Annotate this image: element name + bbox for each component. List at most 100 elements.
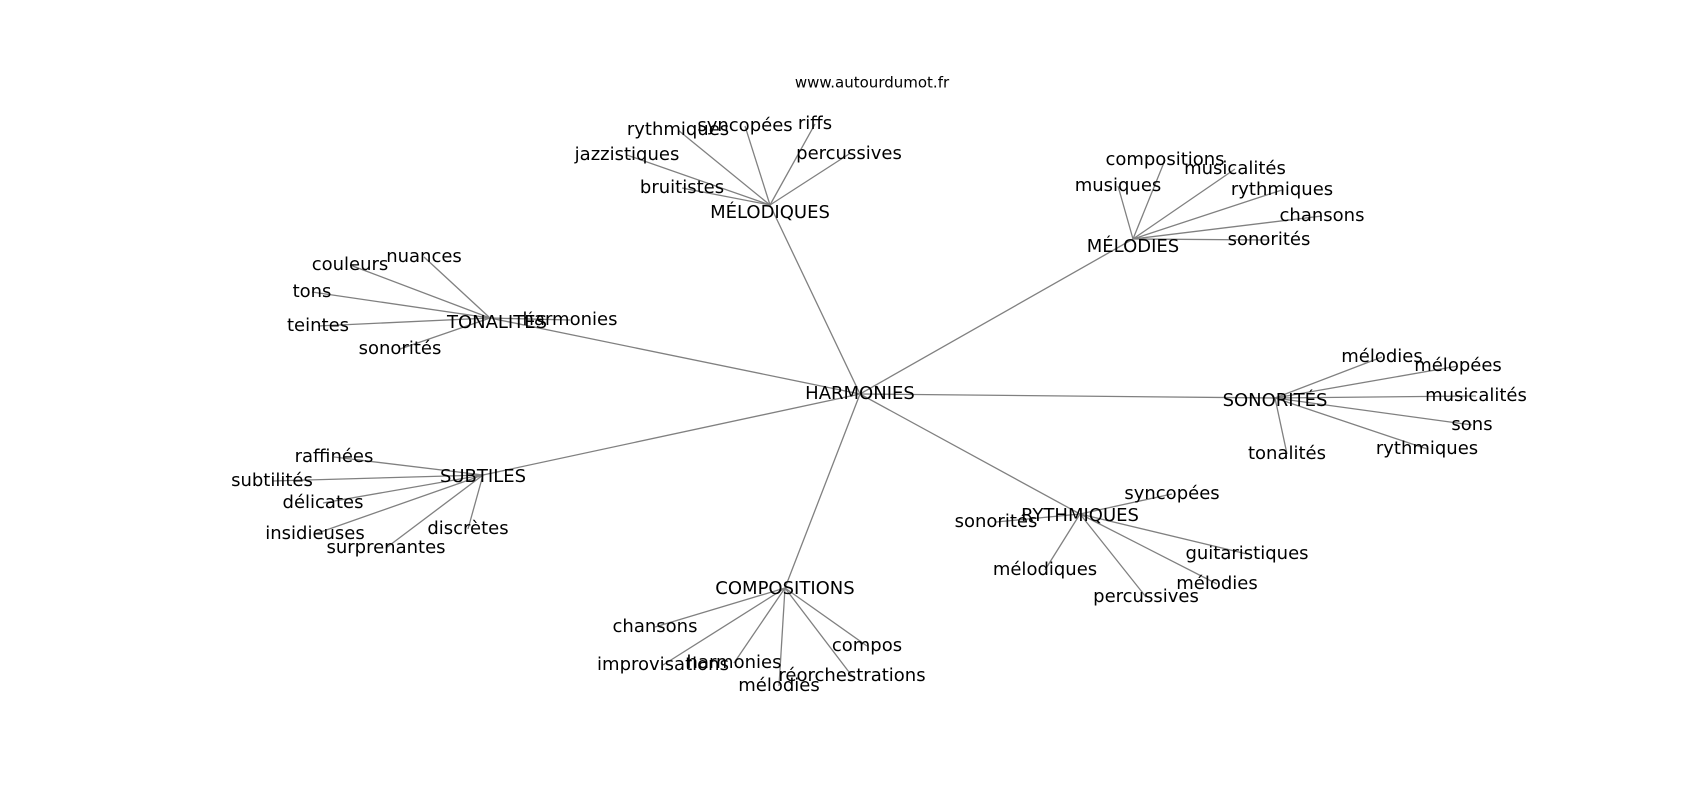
- edge-hub-to-word: [1274, 395, 1477, 399]
- edge-hub-to-word: [1274, 397, 1288, 455]
- edge-center-to-hub: [859, 393, 1081, 515]
- leaf-word-label: délicates: [283, 492, 364, 513]
- leaf-word-label: rythmiques: [1231, 179, 1333, 200]
- leaf-word-label: discrètes: [427, 518, 508, 539]
- leaf-word-label: nuances: [386, 246, 462, 267]
- edge-hub-to-word: [784, 587, 853, 677]
- edge-hub-to-word: [467, 474, 484, 530]
- edge-center-to-hub: [859, 393, 1276, 399]
- edge-hub-to-word: [1132, 189, 1283, 240]
- hub-node-label: RYTHMIQUES: [1021, 505, 1139, 526]
- edge-hub-to-word: [311, 291, 491, 319]
- edge-hub-to-word: [654, 587, 786, 628]
- edge-hub-to-word: [271, 474, 484, 482]
- edge-hub-to-word: [423, 256, 491, 319]
- edge-hub-to-word: [489, 317, 571, 321]
- leaf-word-label: sons: [1451, 414, 1492, 435]
- leaf-word-label: raffinées: [295, 446, 374, 467]
- leaf-word-label: mélodies: [1176, 573, 1258, 594]
- edge-hub-to-word: [677, 129, 771, 206]
- leaf-word-label: mélodies: [1341, 346, 1423, 367]
- leaf-word-label: musicalités: [1184, 158, 1286, 179]
- edge-hub-to-word: [399, 317, 491, 350]
- edge-center-to-hub: [859, 238, 1134, 395]
- leaf-word-label: harmonies: [687, 652, 782, 673]
- leaf-word-label: chansons: [613, 616, 698, 637]
- leaf-word-label: bruitistes: [640, 177, 724, 198]
- edge-hub-to-word: [769, 123, 816, 206]
- edge-hub-to-word: [1117, 185, 1134, 240]
- edge-hub-to-word: [1132, 159, 1166, 240]
- leaf-word-label: musicalités: [1425, 385, 1527, 406]
- leaf-word-label: mélodiques: [993, 559, 1097, 580]
- edge-center-to-hub: [482, 393, 861, 476]
- edge-hub-to-word: [314, 474, 484, 535]
- leaf-word-label: sonorités: [359, 338, 442, 359]
- graph-edges: [271, 123, 1477, 687]
- leaf-word-label: mélodies: [738, 675, 820, 696]
- leaf-word-label: rythmiques: [1376, 438, 1478, 459]
- edge-hub-to-word: [349, 264, 491, 319]
- edge-hub-to-word: [778, 587, 786, 687]
- leaf-word-label: rythmiques: [627, 119, 729, 140]
- leaf-word-label: réorchestrations: [778, 665, 925, 686]
- leaf-word-label: riffs: [798, 113, 832, 134]
- leaf-word-label: percussives: [796, 143, 902, 164]
- edge-hub-to-word: [1132, 215, 1323, 240]
- leaf-word-label: sonorités: [955, 511, 1038, 532]
- edge-hub-to-word: [995, 513, 1081, 523]
- leaf-word-label: teintes: [287, 315, 349, 336]
- edge-hub-to-word: [333, 456, 484, 476]
- edge-hub-to-word: [1079, 513, 1248, 555]
- leaf-word-label: tonalités: [1248, 443, 1326, 464]
- leaf-word-label: percussives: [1093, 586, 1199, 607]
- edge-hub-to-word: [317, 317, 491, 327]
- edge-hub-to-word: [1274, 365, 1459, 399]
- edge-hub-to-word: [744, 125, 771, 206]
- edge-hub-to-word: [1274, 356, 1383, 399]
- leaf-word-label: jazzistiques: [574, 144, 680, 165]
- edge-hub-to-word: [784, 587, 868, 647]
- leaf-word-label: harmonies: [523, 309, 618, 330]
- edge-hub-to-word: [681, 187, 771, 206]
- edge-hub-to-word: [1132, 168, 1236, 240]
- edge-hub-to-word: [1044, 513, 1081, 571]
- hub-node-label: SUBTILES: [440, 466, 526, 487]
- hub-node-label: TONALITÉS: [446, 311, 547, 333]
- leaf-word-label: insidieuses: [265, 523, 365, 544]
- leaf-word-label: couleurs: [312, 254, 389, 275]
- leaf-word-label: compos: [832, 635, 902, 656]
- edge-hub-to-word: [385, 474, 484, 549]
- hub-node-label: SONORITÉS: [1223, 389, 1328, 411]
- graph-labels: www.autourdumot.fr HARMONIES MÉLODIQUESr…: [231, 74, 1527, 697]
- leaf-word-label: tons: [293, 281, 332, 302]
- leaf-word-label: guitaristiques: [1185, 543, 1308, 564]
- hub-node-label: COMPOSITIONS: [715, 578, 854, 599]
- edge-center-to-hub: [489, 317, 861, 395]
- edge-center-to-hub: [784, 393, 861, 589]
- edge-hub-to-word: [626, 154, 771, 206]
- leaf-word-label: subtilités: [231, 470, 313, 491]
- source-url: www.autourdumot.fr: [795, 74, 950, 92]
- edge-center-to-hub: [769, 204, 861, 395]
- leaf-word-label: compositions: [1105, 149, 1224, 170]
- leaf-word-label: chansons: [1280, 205, 1365, 226]
- hub-node-label: MÉLODIQUES: [710, 201, 830, 223]
- edge-hub-to-word: [322, 474, 484, 504]
- edge-hub-to-word: [769, 153, 850, 206]
- leaf-word-label: surprenantes: [326, 537, 445, 558]
- leaf-word-label: musiques: [1075, 175, 1162, 196]
- hub-node-label: MÉLODIES: [1087, 235, 1179, 257]
- edge-hub-to-word: [1274, 397, 1428, 450]
- edge-hub-to-word: [733, 587, 786, 664]
- leaf-word-label: syncopées: [1124, 483, 1219, 504]
- leaf-word-label: mélopées: [1414, 355, 1502, 376]
- edge-hub-to-word: [1079, 513, 1147, 598]
- edge-hub-to-word: [1079, 513, 1218, 585]
- leaf-word-label: syncopées: [697, 115, 792, 136]
- edge-hub-to-word: [1132, 238, 1270, 241]
- edge-hub-to-word: [1274, 397, 1473, 426]
- edge-hub-to-word: [1079, 493, 1173, 515]
- leaf-word-label: improvisations: [597, 654, 729, 675]
